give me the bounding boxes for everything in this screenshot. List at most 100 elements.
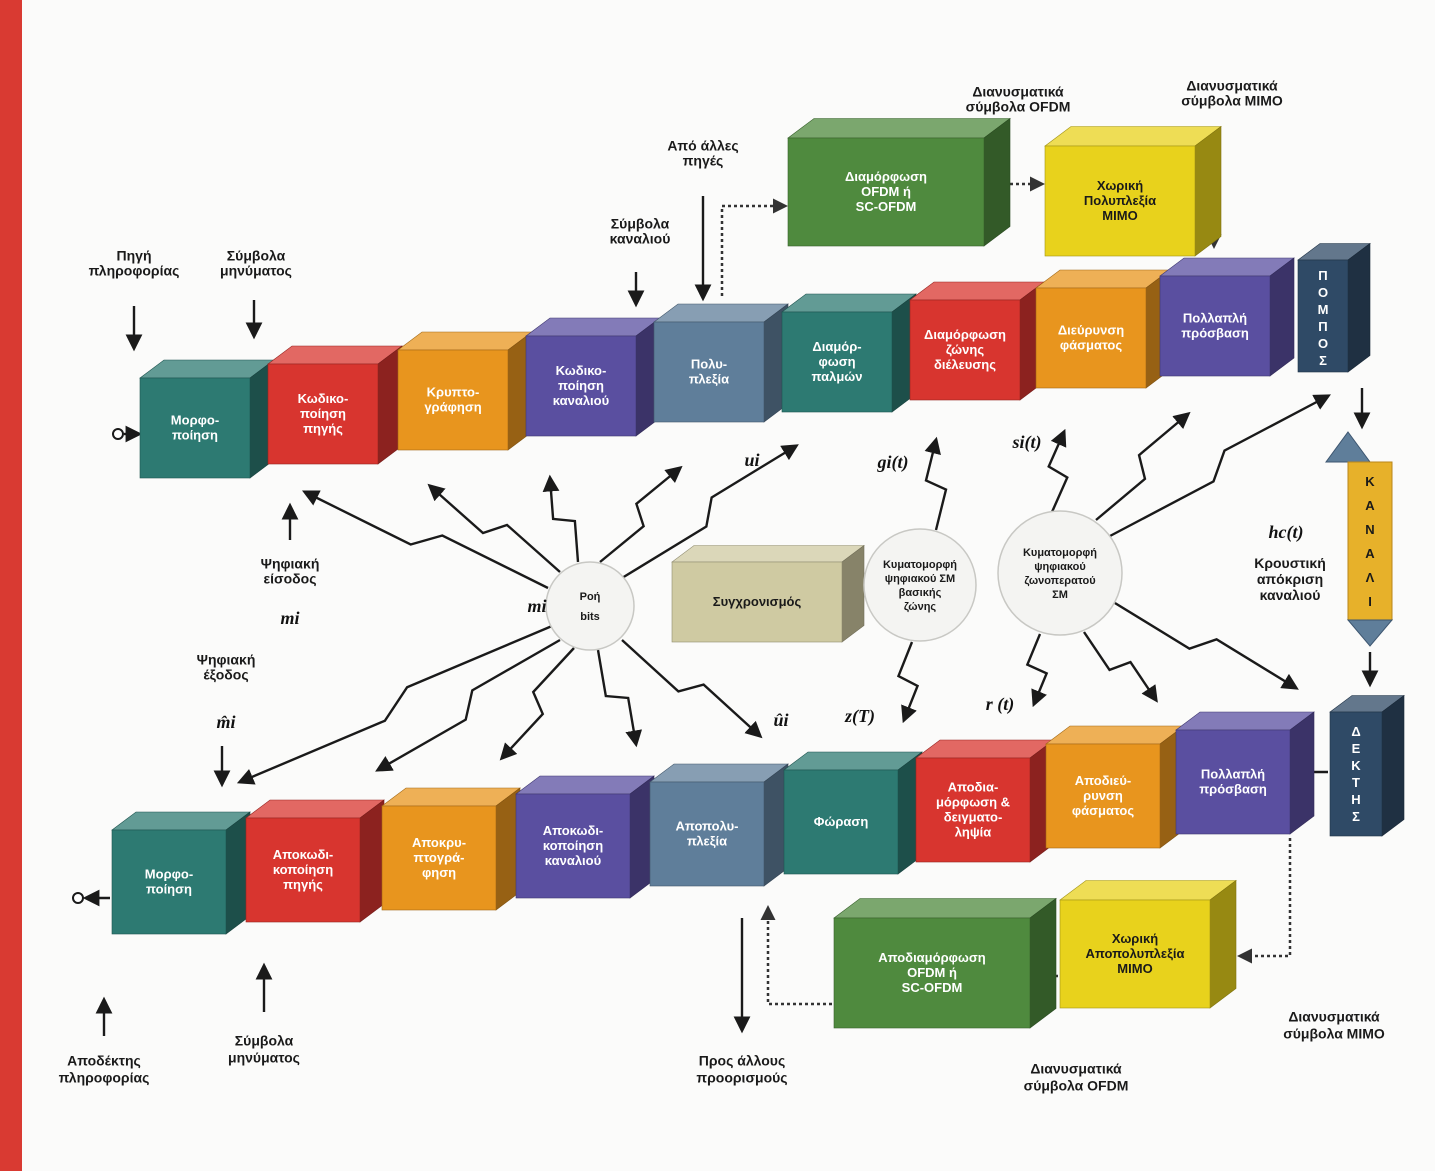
mi-symbol-center: mi — [527, 596, 546, 616]
rx-rx-formatting-block: Μορφο-ποίηση — [111, 811, 251, 935]
tx-encryption-block: Κρυπτο-γράφηση — [397, 331, 533, 451]
rx-demultiplexing-block: Αποπολυ-πλεξία — [649, 763, 789, 887]
bits-to-source-decoding-zig — [375, 638, 561, 772]
hc-symbol: hc(t) — [1269, 522, 1304, 543]
rx-ofdm-to-demux-dashed — [760, 905, 832, 1006]
bandpass-to-modulation-zig — [1047, 428, 1069, 513]
tx-multiplexing-block: Πολυ-πλεξία — [653, 303, 789, 423]
mhat-symbol: m̂i — [216, 712, 235, 732]
synchronization-block-label: Συγχρονισμός — [713, 594, 802, 609]
bits-to-source-coding-zig — [301, 490, 549, 590]
transmitter-block — [1297, 242, 1371, 373]
tx-multiplexing-block-label: Πολυ-πλεξία — [689, 357, 729, 387]
bandpass-to-spread-zig — [1095, 411, 1191, 521]
rx-rx-formatting-block-label: Μορφο-ποίηση — [145, 867, 193, 897]
ui-symbol: ui — [744, 450, 759, 470]
rx-detection-block-label: Φώραση — [814, 814, 869, 829]
rt-symbol: r (t) — [986, 694, 1015, 715]
bits-to-rx-formatting-zig — [236, 624, 553, 785]
tx-formatting-block-label: Μορφο-ποίηση — [171, 413, 219, 443]
rx-demodulation-block-label: Αποδια-μόρφωση &δειγματο-ληψία — [936, 780, 1010, 840]
si-symbol: si(t) — [1012, 432, 1042, 453]
uhat-symbol: ûi — [773, 710, 788, 730]
gi-symbol: gi(t) — [877, 452, 909, 473]
rx-decryption-block: Αποκρυ-πτογρά-φηση — [381, 787, 521, 911]
rx-demodulation-block: Αποδια-μόρφωση &δειγματο-ληψία — [915, 739, 1055, 863]
rx-decryption-block-label: Αποκρυ-πτογρά-φηση — [412, 835, 466, 880]
mi-symbol-input: mi — [280, 608, 299, 628]
rx-demultiplexing-block-label: Αποπολυ-πλεξία — [675, 819, 738, 849]
rx-output-terminal — [72, 892, 84, 904]
tx-mux-to-ofdm-dashed — [720, 198, 788, 296]
baseband-to-detection-zig — [896, 641, 920, 724]
tx-formatting-block: Μορφο-ποίηση — [139, 359, 275, 479]
synchronization-block: Συγχρονισμός — [671, 544, 865, 643]
bandpass-to-multiaccess-zig — [1109, 394, 1331, 538]
rx-multiaccess-to-mimo-dashed — [1237, 838, 1292, 964]
bandpass-to-rx-multiaccess-zig — [1109, 598, 1299, 690]
tx-encryption-block-label: Κρυπτο-γράφηση — [424, 385, 481, 415]
bits-to-decryption-zig — [499, 647, 575, 761]
bits-to-demux-zig — [621, 639, 763, 739]
bits-to-channel-decoding-zig — [596, 649, 643, 748]
receiver-block — [1329, 694, 1405, 837]
zT-symbol: z(T) — [844, 706, 875, 727]
bandpass-to-despread-zig — [1083, 631, 1158, 703]
bits-to-channel-coding-zig — [542, 474, 580, 563]
tx-input-terminal — [112, 428, 124, 440]
